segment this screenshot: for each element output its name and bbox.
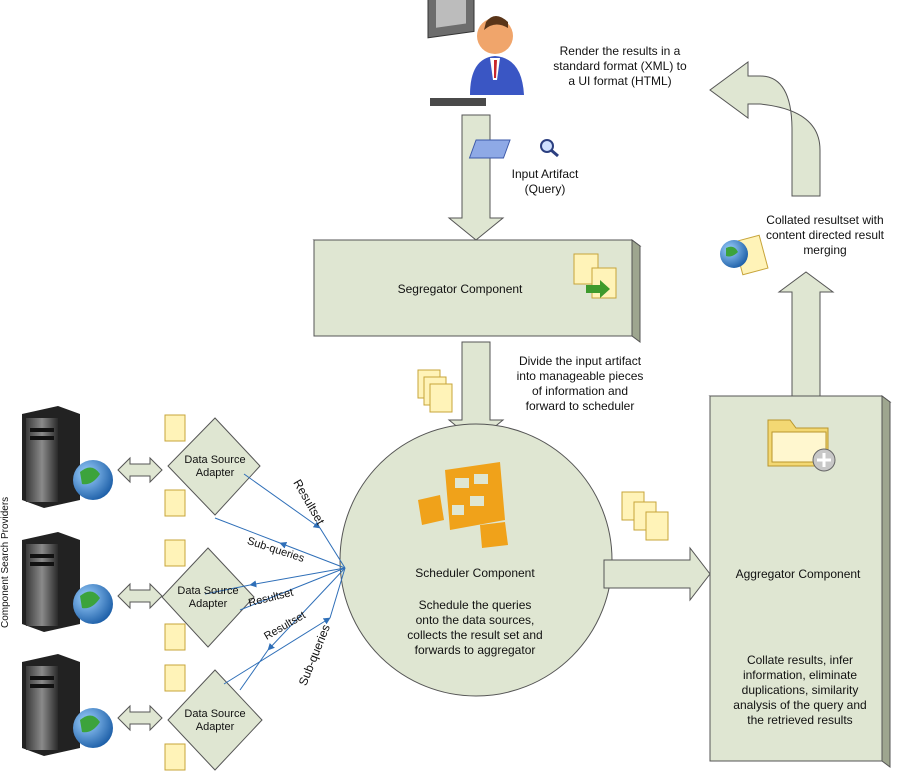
results-documents-icon (621, 491, 669, 541)
adapter-label-3: Data Source Adapter (184, 708, 246, 733)
segregator-box (312, 239, 642, 343)
collate-flow-arrow (777, 271, 835, 397)
aggregator-title: Aggregator Component (735, 567, 861, 581)
aggregate-flow-arrow (603, 546, 711, 602)
input-flow-arrow (447, 114, 505, 241)
provider-group-3 (22, 654, 263, 771)
input-artifact-label: Input Artifact (Query) (511, 167, 579, 196)
adapter-label-2: Data Source Adapter (177, 585, 239, 610)
scheduler-title: Scheduler Component (415, 566, 535, 580)
adapter-diamond (161, 547, 255, 648)
adapter-link-arrow (117, 704, 163, 732)
aggregator-description: Collate results, infer information, elim… (733, 653, 867, 727)
adapter-scheduler-links (204, 473, 346, 691)
segregator-note: Divide the input artifact into manageabl… (516, 354, 644, 413)
document-icon (164, 623, 186, 651)
server-icon (22, 406, 80, 508)
document-icon (164, 743, 186, 771)
scheduler-network-icon (418, 462, 508, 548)
segregator-title: Segregator Component (397, 282, 523, 296)
render-flow-arrow (709, 61, 821, 197)
adapter-diamond (167, 417, 261, 516)
document-icon (164, 664, 186, 692)
server-icon (22, 654, 80, 756)
pieces-documents-icon (417, 369, 453, 413)
document-icon (164, 539, 186, 567)
providers-label: Component Search Providers (0, 496, 11, 628)
adapter-link-arrow (117, 456, 163, 484)
user-computer-icon (427, 0, 524, 106)
collated-note: Collated resultset with content directed… (765, 213, 885, 257)
document-icon (164, 489, 186, 517)
server-icon (22, 532, 80, 632)
query-icon (468, 139, 559, 159)
globe-document-icon (720, 234, 769, 276)
provider-group-1 (22, 406, 261, 517)
provider-group-2 (22, 532, 255, 651)
adapter-diamond (167, 669, 263, 771)
scheduler-description: Schedule the queries onto the data sourc… (407, 598, 543, 657)
adapter-link-arrow (117, 582, 163, 610)
render-note: Render the results in a standard format … (553, 44, 687, 88)
adapter-label-1: Data Source Adapter (184, 454, 246, 479)
copy-documents-icon (573, 253, 617, 299)
folder-add-icon (767, 419, 836, 472)
document-icon (164, 414, 186, 442)
